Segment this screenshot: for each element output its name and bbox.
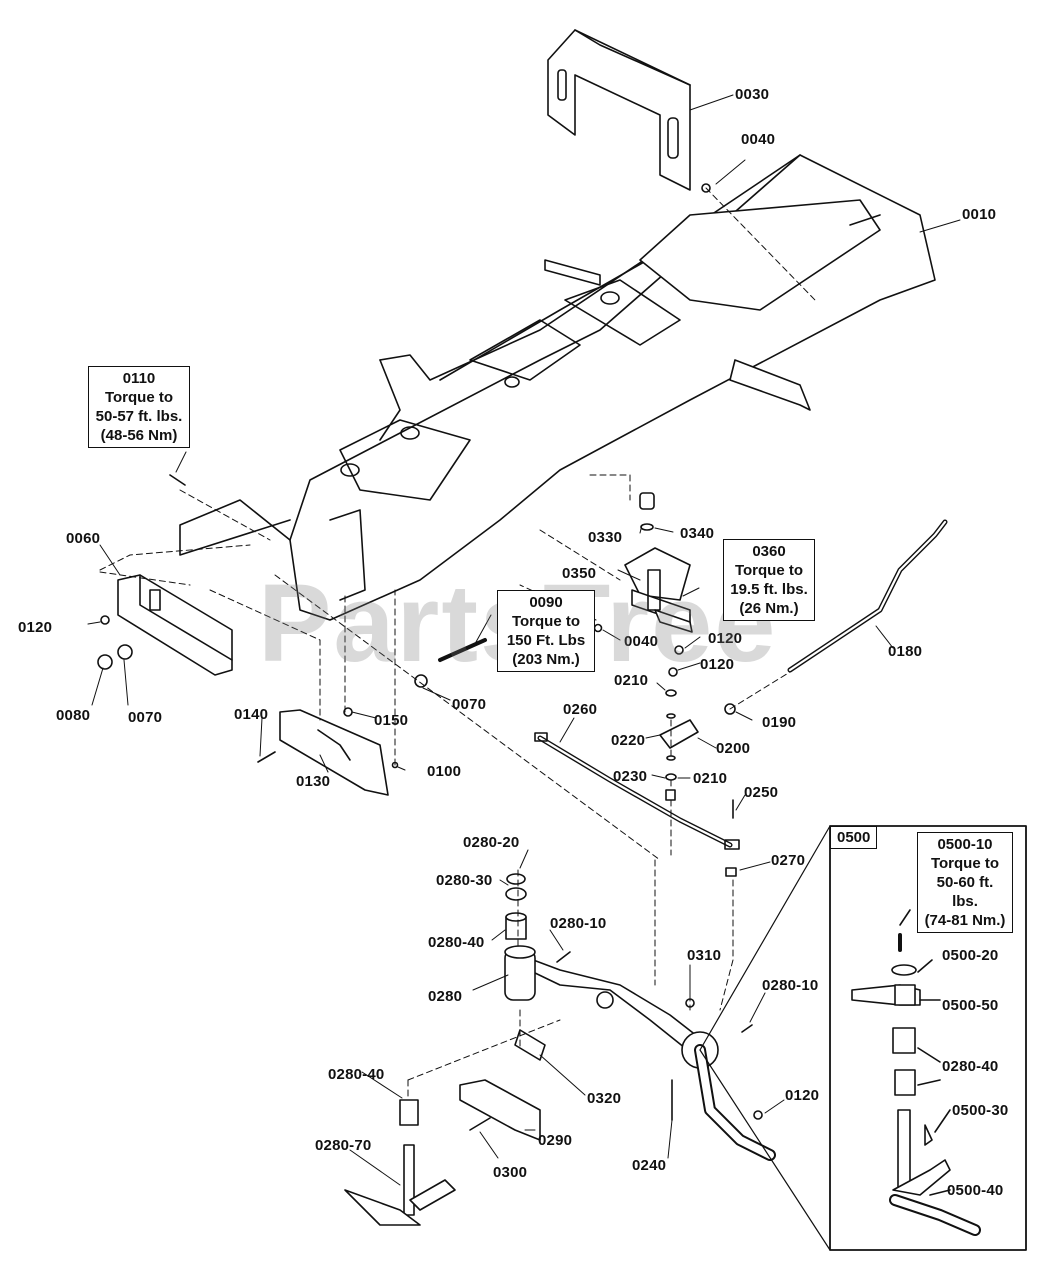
part-0280-bushings: [505, 873, 527, 940]
label-0120: 0120: [18, 619, 52, 636]
label-0320: 0320: [587, 1090, 621, 1107]
label-0330: 0330: [588, 529, 622, 546]
label-0040: 0040: [741, 131, 775, 148]
part-labels: 0030 0040 0010 0060 0120 0080 0070 0140 …: [18, 86, 1008, 1199]
label-0030: 0030: [735, 86, 769, 103]
callout-0090-line2: Torque to: [511, 613, 581, 630]
part-0200-pitman: [659, 719, 699, 749]
label-0500-40: 0500-40: [947, 1182, 1003, 1199]
part-0010-main-frame: [179, 154, 936, 621]
callout-0090-line3: 150 Ft. Lbs: [506, 632, 586, 649]
label-0280-20: 0280-20: [463, 834, 519, 851]
callout-0090: 0090 Torque to 150 Ft. Lbs (203 Nm.): [497, 590, 595, 672]
callout-0360-line1: 0360: [752, 543, 786, 560]
part-0280-axle: [504, 945, 776, 1161]
label-0280-10: 0280-10: [550, 915, 606, 932]
label-0120: 0120: [708, 630, 742, 647]
label-leaders: [87, 94, 961, 1186]
label-0140: 0140: [234, 706, 268, 723]
part-0350-sector-gear: [624, 547, 693, 633]
part-0060-bracket: [117, 574, 233, 676]
label-0150: 0150: [374, 712, 408, 729]
label-0280: 0280: [428, 988, 462, 1005]
callout-0500-10: 0500-10 Torque to 50-60 ft. lbs. (74-81 …: [917, 832, 1013, 933]
label-0280-40: 0280-40: [942, 1058, 998, 1075]
label-0290: 0290: [538, 1132, 572, 1149]
label-0210: 0210: [693, 770, 727, 787]
part-0260-tie-rod: [534, 732, 740, 850]
label-0310: 0310: [687, 947, 721, 964]
label-0240: 0240: [632, 1157, 666, 1174]
label-0040: 0040: [624, 633, 658, 650]
label-0280-70: 0280-70: [315, 1137, 371, 1154]
label-0350: 0350: [562, 565, 596, 582]
label-0300: 0300: [493, 1164, 527, 1181]
label-0500-50: 0500-50: [942, 997, 998, 1014]
callout-0500-10-line4: (74-81 Nm.): [924, 912, 1006, 929]
callout-0110: 0110 Torque to 50-57 ft. lbs. (48-56 Nm): [88, 366, 190, 448]
label-0010: 0010: [962, 206, 996, 223]
part-0030-bracket: [547, 29, 691, 191]
label-0280-30: 0280-30: [436, 872, 492, 889]
label-0280-10: 0280-10: [762, 977, 818, 994]
callout-0360-line2: Torque to: [734, 562, 804, 579]
label-0210: 0210: [614, 672, 648, 689]
inset-0500-frame: [699, 825, 1027, 1251]
inset-0500-parts: [851, 909, 981, 1236]
label-0080: 0080: [56, 707, 90, 724]
part-0320-spacer: [514, 1029, 546, 1061]
callout-0110-line1: 0110: [122, 370, 156, 387]
callout-0500-10-line2: Torque to: [930, 855, 1000, 872]
label-0070: 0070: [128, 709, 162, 726]
callout-0360-line4: (26 Nm.): [739, 600, 799, 617]
part-0280-70-spindle: [344, 1099, 456, 1226]
callout-0110-line4: (48-56 Nm): [100, 427, 178, 444]
callout-0500-10-line3: 50-60 ft. lbs.: [936, 874, 994, 910]
callout-0110-line2: Torque to: [104, 389, 174, 406]
label-0060: 0060: [66, 530, 100, 547]
callout-0500-10-line1: 0500-10: [937, 836, 993, 853]
label-0500-20: 0500-20: [942, 947, 998, 964]
label-0500-30: 0500-30: [952, 1102, 1008, 1119]
callout-0360-line3: 19.5 ft. lbs.: [730, 581, 808, 598]
part-0180-rod: [787, 519, 948, 673]
label-0280-40: 0280-40: [428, 934, 484, 951]
part-0130-plate: [279, 709, 389, 796]
callout-0090-line1: 0090: [529, 594, 563, 611]
label-0180: 0180: [888, 643, 922, 660]
label-0280-40: 0280-40: [328, 1066, 384, 1083]
label-0100: 0100: [427, 763, 461, 780]
label-0200: 0200: [716, 740, 750, 757]
label-0340: 0340: [680, 525, 714, 542]
label-0270: 0270: [771, 852, 805, 869]
part-0290-bracket: [459, 1079, 541, 1141]
callout-0090-line4: (203 Nm.): [512, 651, 580, 668]
label-0070: 0070: [452, 696, 486, 713]
inset-0500-tag: 0500: [830, 826, 878, 849]
label-0190: 0190: [762, 714, 796, 731]
label-0260: 0260: [563, 701, 597, 718]
callout-0360: 0360 Torque to 19.5 ft. lbs. (26 Nm.): [723, 539, 815, 621]
label-0230: 0230: [613, 768, 647, 785]
callout-0110-line3: 50-57 ft. lbs.: [95, 408, 183, 425]
label-0130: 0130: [296, 773, 330, 790]
label-0120: 0120: [785, 1087, 819, 1104]
label-0120: 0120: [700, 656, 734, 673]
label-0250: 0250: [744, 784, 778, 801]
label-0220: 0220: [611, 732, 645, 749]
